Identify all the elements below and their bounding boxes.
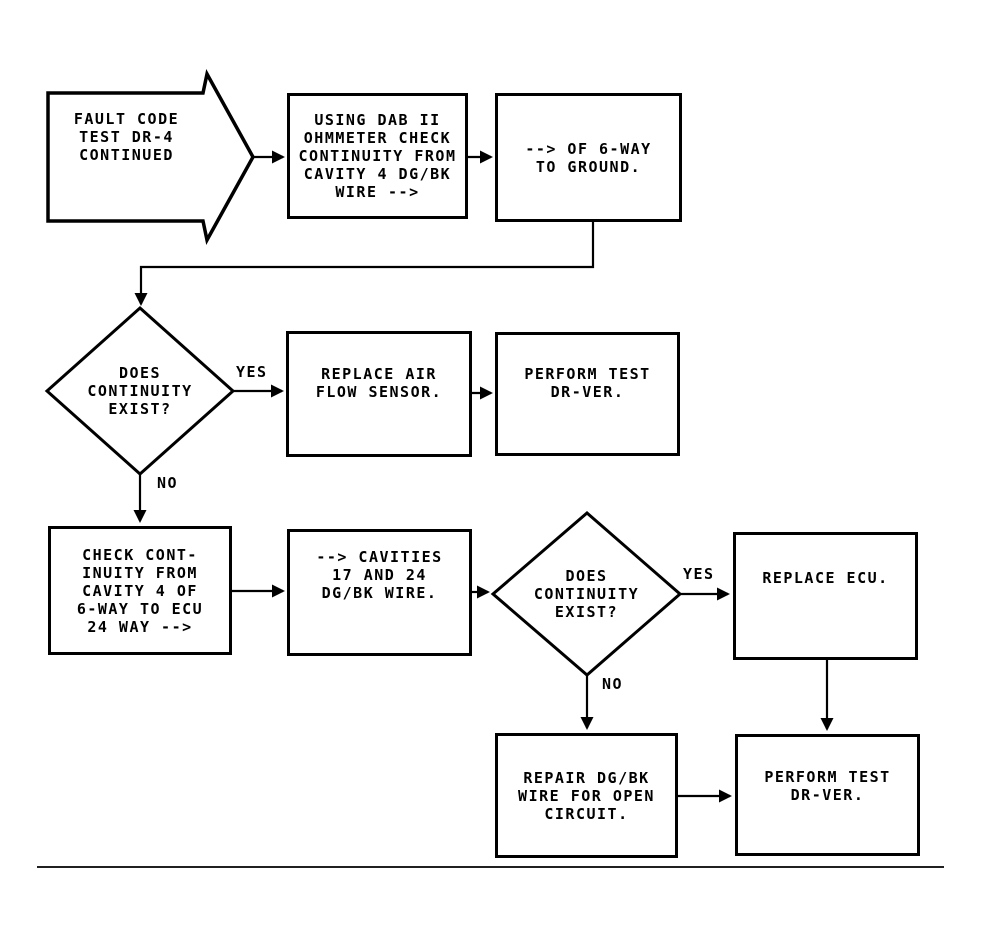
process-box-repair-wire: REPAIR DG/BK WIRE FOR OPEN CIRCUIT. [495, 733, 678, 858]
process-box-cavities-text: --> CAVITIES 17 AND 24 DG/BK WIRE. [316, 548, 443, 602]
start-banner-shape [46, 69, 256, 245]
decision-diamond-1 [44, 305, 236, 477]
connector-arrows [133, 150, 834, 803]
decision-diamond-2 [490, 511, 683, 677]
process-box-ohmmeter-text: USING DAB II OHMMETER CHECK CONTINUITY F… [298, 111, 457, 201]
process-box-check-continuity-text: CHECK CONT- INUITY FROM CAVITY 4 OF 6-WA… [76, 545, 204, 636]
process-box-cavities: --> CAVITIES 17 AND 24 DG/BK WIRE. [287, 529, 472, 656]
process-box-replace-air-flow: REPLACE AIR FLOW SENSOR. [286, 331, 472, 457]
process-box-replace-air-flow-text: REPLACE AIR FLOW SENSOR. [315, 365, 443, 401]
edge-label-no-2: NO [602, 675, 624, 693]
edge-label-no-1: NO [157, 474, 179, 492]
process-box-check-continuity: CHECK CONT- INUITY FROM CAVITY 4 OF 6-WA… [48, 526, 232, 655]
process-box-perform-test-2: PERFORM TEST DR-VER. [735, 734, 920, 856]
process-box-perform-test-1: PERFORM TEST DR-VER. [495, 332, 680, 456]
edge-label-yes-1: YES [236, 363, 268, 381]
edge-label-yes-2: YES [683, 565, 715, 583]
process-box-6way-ground-text: --> OF 6-WAY TO GROUND. [525, 139, 652, 176]
edge-6way-to-decision1 [134, 222, 595, 306]
process-box-perform-test-2-text: PERFORM TEST DR-VER. [764, 768, 891, 804]
process-box-repair-wire-text: REPAIR DG/BK WIRE FOR OPEN CIRCUIT. [518, 768, 655, 823]
process-box-6way-ground: --> OF 6-WAY TO GROUND. [495, 93, 682, 222]
process-box-replace-ecu-text: REPLACE ECU. [762, 569, 889, 587]
process-box-perform-test-1-text: PERFORM TEST DR-VER. [524, 365, 651, 401]
process-box-ohmmeter: USING DAB II OHMMETER CHECK CONTINUITY F… [287, 93, 468, 219]
process-box-replace-ecu: REPLACE ECU. [733, 532, 918, 660]
